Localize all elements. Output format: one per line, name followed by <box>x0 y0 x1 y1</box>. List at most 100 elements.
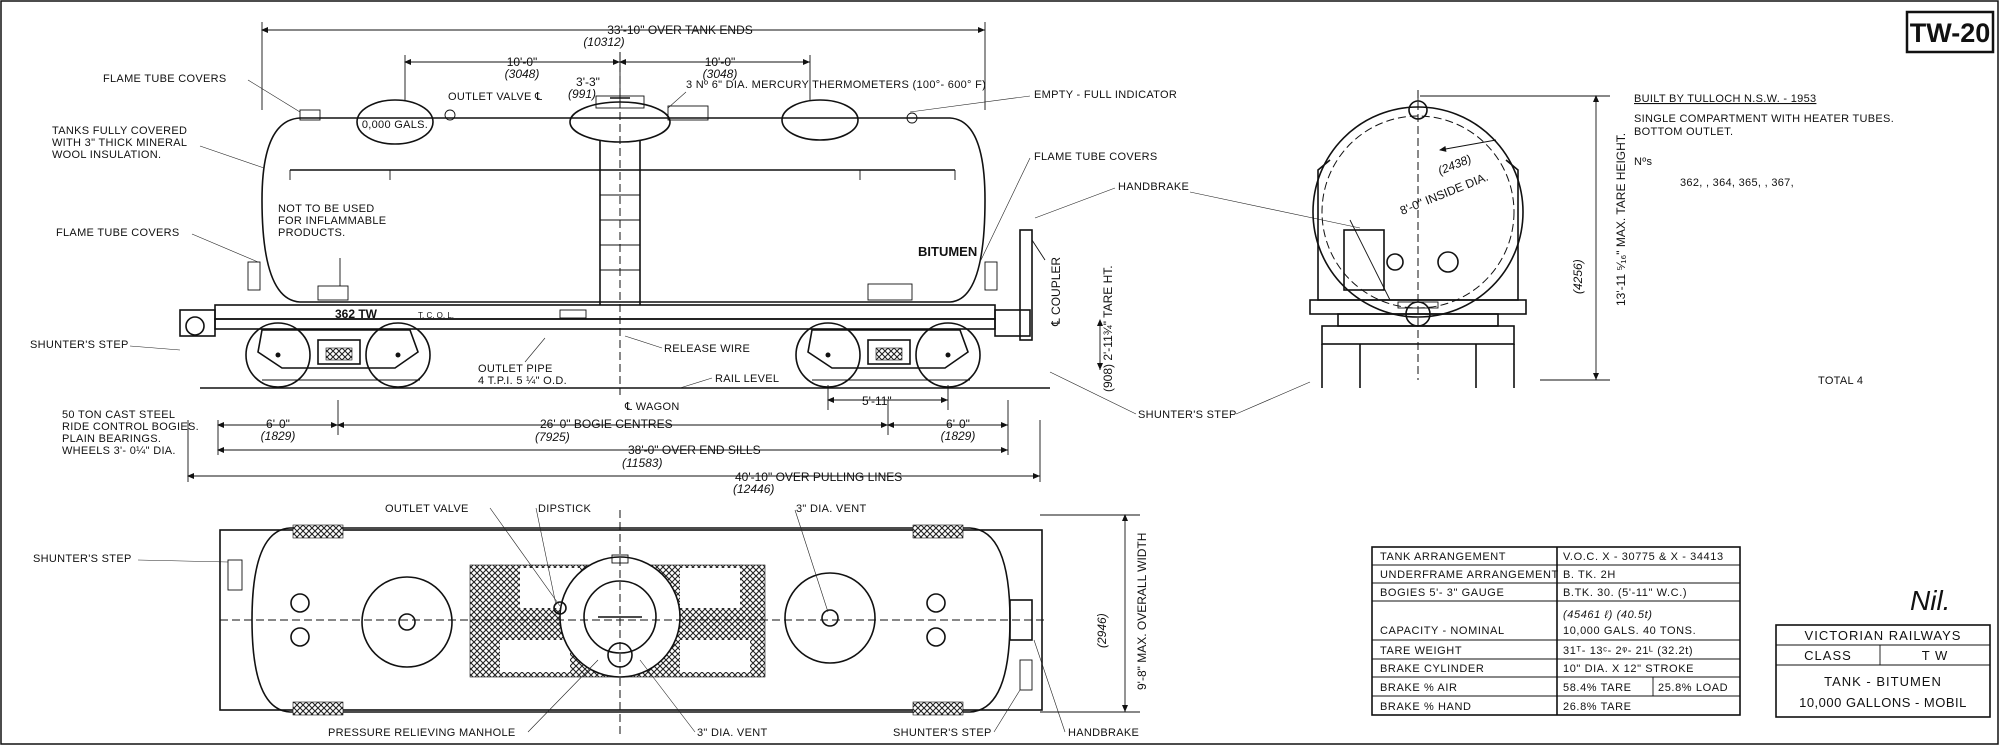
wagon-centreline-label: ℄ WAGON <box>624 401 680 413</box>
plan-tank-outline <box>251 527 1011 713</box>
wagon-type: TANK - BITUMEN <box>1824 674 1942 689</box>
coupler-label: ℄ COUPLER <box>1049 257 1063 327</box>
dim-bogie-centres: 26'-0" BOGIE CENTRES <box>540 417 673 431</box>
bogie-right <box>795 322 981 388</box>
dim-10-0-left: 10'-0" <box>507 55 538 69</box>
row-underframe-value: B. TK. 2H <box>1563 569 1616 581</box>
plan-shunters-step-bottom-label: SHUNTER'S STEP <box>893 727 992 739</box>
row-tank-arrangement-label: TANK ARRANGEMENT <box>1380 551 1506 563</box>
notes: BUILT BY TULLOCH N.S.W. - 1953 SINGLE CO… <box>1634 93 1894 387</box>
handbrake-label: HANDBRAKE <box>1118 181 1189 193</box>
dim-10-0-left-mm: (3048) <box>505 67 540 81</box>
numbers-label: Nºs <box>1634 156 1653 168</box>
vent-left <box>361 576 453 668</box>
row-brake-air-value: 58.4% TARE <box>1563 682 1632 694</box>
compartment-line-1: SINGLE COMPARTMENT WITH HEATER TUBES. <box>1634 113 1894 125</box>
flame-tube-covers-left-label: FLAME TUBE COVERS <box>56 227 179 239</box>
row-brake-air-label: BRAKE % AIR <box>1380 682 1458 694</box>
pressure-manhole-label: PRESSURE RELIEVING MANHOLE <box>328 727 516 739</box>
built-by: BUILT BY TULLOCH N.S.W. - 1953 <box>1634 93 1816 105</box>
dim-5-11: 5'-11" <box>862 394 892 408</box>
row-capacity-label: CAPACITY - NOMINAL <box>1380 625 1505 637</box>
bogies-note-3: PLAIN BEARINGS. <box>62 433 161 445</box>
dim-3-3: 3'-3" <box>576 75 600 89</box>
sheet-id-box: TW-20 <box>1905 10 1995 54</box>
tare-marking: T. C. Q. L. <box>418 311 454 320</box>
underframe <box>214 304 996 320</box>
rail-level-label: RAIL LEVEL <box>715 373 779 385</box>
plan-view: OUTLET VALVE DIPSTICK 3" DIA. VENT SHUNT… <box>33 503 1149 739</box>
vent-top-label: 3" DIA. VENT <box>796 503 866 515</box>
compartment-line-2: BOTTOM OUTLET. <box>1634 126 1733 138</box>
dim-10-0-right-mm: (3048) <box>703 67 738 81</box>
numbers-list: 362, , 364, 365, , 367, <box>1680 177 1794 189</box>
dim-end-sills-mm: (11583) <box>622 456 662 470</box>
row-tare-weight-label: TARE WEIGHT <box>1380 645 1462 657</box>
row-brake-hand-value: 26.8% TARE <box>1563 701 1632 713</box>
total-label: TOTAL 4 <box>1818 375 1863 387</box>
side-elevation: 33'-10" OVER TANK ENDS (10312) 10'-0" (3… <box>30 22 1361 496</box>
class-value: T W <box>1922 648 1949 663</box>
row-capacity-metric: (45461 ℓ) (40.5t) <box>1563 609 1653 621</box>
outlet-pipe-label-2: 4 T.P.I. 5 ¼" O.D. <box>478 375 567 387</box>
row-brake-air-load: 25.8% LOAD <box>1658 682 1728 694</box>
row-tare-weight-value: 31ᵀ- 13ᶜ- 2ᵠ- 21ᴸ (32.2t) <box>1563 645 1693 657</box>
tank-shell <box>261 117 986 303</box>
vent-right <box>784 572 876 664</box>
bogies-note-1: 50 TON CAST STEEL <box>62 409 175 421</box>
thermometers-label: 3 Nº 6" DIA. MERCURY THERMOMETERS (100°-… <box>686 79 986 91</box>
inside-dia-mm: (2438) <box>1436 152 1473 178</box>
row-tank-arrangement-value: V.O.C. X - 30775 & X - 34413 <box>1563 551 1724 563</box>
outlet-pipe-label-1: OUTLET PIPE <box>478 363 553 375</box>
capacity-title: 10,000 GALLONS - MOBIL <box>1799 695 1967 710</box>
sheet-id: TW-20 <box>1910 18 1990 48</box>
plan-shunters-step-label: SHUNTER'S STEP <box>33 553 132 565</box>
max-tare-height-label: 13'-11 ⁵⁄₁₆" MAX. TARE HEIGHT. <box>1614 133 1628 306</box>
row-brake-cylinder-value: 10" DIA. X 12" STROKE <box>1563 663 1694 675</box>
dim-over-tank-ends: 33'-10" OVER TANK ENDS <box>607 23 753 37</box>
bogies-note-2: RIDE CONTROL BOGIES. <box>62 421 199 433</box>
dim-10-0-right: 10'-0" <box>705 55 736 69</box>
end-view: 8'-0" INSIDE DIA. (2438) 13'-11 ⁵⁄₁₆" MA… <box>1309 90 1628 388</box>
dome-right <box>781 99 859 141</box>
inside-dia-label: 8'-0" INSIDE DIA. <box>1398 170 1490 218</box>
bitumen-label: BITUMEN <box>918 244 977 259</box>
dim-6-0-left-mm: (1829) <box>261 429 296 443</box>
class-label: CLASS <box>1804 648 1852 663</box>
row-brake-hand-label: BRAKE % HAND <box>1380 701 1472 713</box>
dim-6-0-right-mm: (1829) <box>941 429 976 443</box>
dim-end-sills: 38'-0" OVER END SILLS <box>628 443 761 457</box>
not-flammable-line-1: NOT TO BE USED <box>278 203 375 215</box>
shunters-step-right-label: SHUNTER'S STEP <box>1138 409 1237 421</box>
max-tare-height-mm: (4256) <box>1571 259 1585 294</box>
dim-pulling-lines-mm: (12446) <box>733 482 774 496</box>
insulation-line-1: TANKS FULLY COVERED <box>52 125 187 137</box>
dome-left <box>356 99 434 145</box>
dim-6-0-right: 6'-0" <box>946 417 970 431</box>
flame-tube-covers-top-label: FLAME TUBE COVERS <box>103 73 226 85</box>
dipstick-label: DIPSTICK <box>538 503 591 515</box>
dim-3-3-mm: (991) <box>568 87 596 101</box>
spec-table: TANK ARRANGEMENT V.O.C. X - 30775 & X - … <box>1371 546 1741 716</box>
number-plate: 362 TW <box>335 307 378 321</box>
title-block: Nil. VICTORIAN RAILWAYS CLASS T W TANK -… <box>1775 585 1991 718</box>
dim-pulling-lines: 40'-10" OVER PULLING LINES <box>735 470 902 484</box>
bogies-note-4: WHEELS 3'- 0¼" DIA. <box>62 445 176 457</box>
insulation-line-2: WITH 3" THICK MINERAL <box>52 137 187 149</box>
not-flammable-line-3: PRODUCTS. <box>278 227 345 239</box>
dim-bogie-centres-mm: (7925) <box>535 430 570 444</box>
release-wire-label: RELEASE WIRE <box>664 343 750 355</box>
railway-name: VICTORIAN RAILWAYS <box>1805 628 1962 643</box>
row-underframe-label: UNDERFRAME ARRANGEMENT <box>1380 569 1559 581</box>
overall-width-mm: (2946) <box>1095 613 1109 648</box>
dim-6-0-left: 6'-0" <box>266 417 290 431</box>
row-bogies-value: B.TK. 30. (5'-11" W.C.) <box>1563 587 1687 599</box>
row-bogies-label: BOGIES 5'- 3" GAUGE <box>1380 587 1504 599</box>
vent-bottom-label: 3" DIA. VENT <box>697 727 767 739</box>
plan-handbrake-label: HANDBRAKE <box>1068 727 1139 739</box>
not-flammable-line-2: FOR INFLAMMABLE <box>278 215 386 227</box>
flame-tube-covers-right-label: FLAME TUBE COVERS <box>1034 151 1157 163</box>
